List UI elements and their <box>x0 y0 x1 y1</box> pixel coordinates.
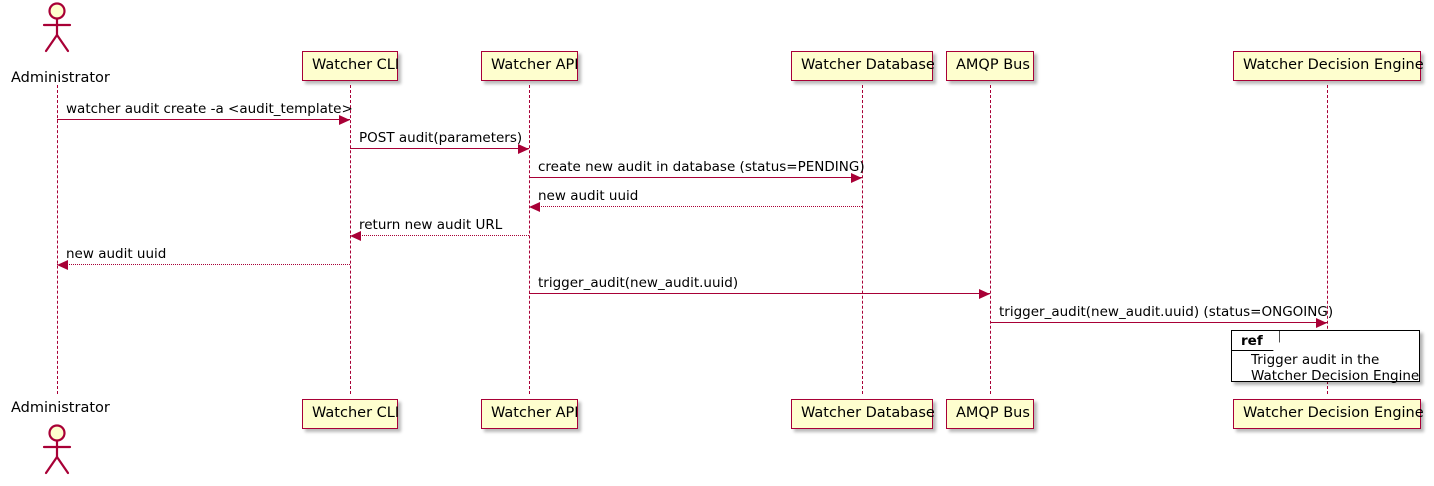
lifeline-amqp-bus <box>990 85 991 394</box>
message-arrowhead-5 <box>350 230 361 241</box>
lifeline-watcher-decision-engine <box>1327 85 1328 394</box>
message-label-6: new audit uuid <box>66 246 167 262</box>
message-arrowhead-2 <box>518 143 529 154</box>
message-arrowhead-4 <box>529 201 540 212</box>
actor-figure-top <box>35 2 79 54</box>
participant-watcher-decision-engine-top[interactable]: Watcher Decision Engine <box>1233 51 1424 81</box>
message-arrowhead-7 <box>979 288 990 299</box>
lifeline-watcher-database <box>862 85 863 394</box>
message-arrowhead-8 <box>1316 317 1327 328</box>
message-line-3 <box>529 177 862 178</box>
message-line-6 <box>57 264 350 265</box>
actor-label-top: Administrator <box>11 70 110 86</box>
message-arrowhead-3 <box>851 172 862 183</box>
message-line-4 <box>529 206 862 207</box>
message-line-1 <box>57 119 350 120</box>
actor-figure-bottom <box>35 424 79 476</box>
participant-watcher-api-bottom[interactable]: Watcher API <box>481 399 579 429</box>
participant-watcher-database-bottom[interactable]: Watcher Database <box>791 399 935 429</box>
participant-watcher-cli-top[interactable]: Watcher CLI <box>302 51 399 81</box>
message-line-5 <box>350 235 529 236</box>
message-arrowhead-1 <box>339 114 350 125</box>
message-line-7 <box>529 293 990 294</box>
participant-amqp-bus-bottom[interactable]: AMQP Bus <box>946 399 1034 429</box>
message-label-3: create new audit in database (status=PEN… <box>538 159 865 175</box>
message-line-2 <box>350 148 529 149</box>
ref-fragment-keyword: ref <box>1232 331 1280 351</box>
message-label-8: trigger_audit(new_audit.uuid) (status=ON… <box>999 304 1334 320</box>
participant-watcher-decision-engine-bottom[interactable]: Watcher Decision Engine <box>1233 399 1424 429</box>
message-label-5: return new audit URL <box>359 217 503 233</box>
message-arrowhead-6 <box>57 259 68 270</box>
lifeline-watcher-api <box>529 85 530 394</box>
message-label-4: new audit uuid <box>538 188 639 204</box>
message-label-1: watcher audit create -a <audit_template> <box>66 101 353 117</box>
participant-amqp-bus-top[interactable]: AMQP Bus <box>946 51 1034 81</box>
lifeline-administrator <box>57 85 58 394</box>
participant-watcher-cli-bottom[interactable]: Watcher CLI <box>302 399 399 429</box>
ref-fragment-text: Trigger audit in the Watcher Decision En… <box>1251 352 1420 384</box>
message-label-7: trigger_audit(new_audit.uuid) <box>538 275 739 291</box>
message-line-8 <box>990 322 1327 323</box>
participant-watcher-api-top[interactable]: Watcher API <box>481 51 579 81</box>
message-label-2: POST audit(parameters) <box>359 130 523 146</box>
participant-watcher-database-top[interactable]: Watcher Database <box>791 51 935 81</box>
actor-label-bottom: Administrator <box>11 400 110 416</box>
